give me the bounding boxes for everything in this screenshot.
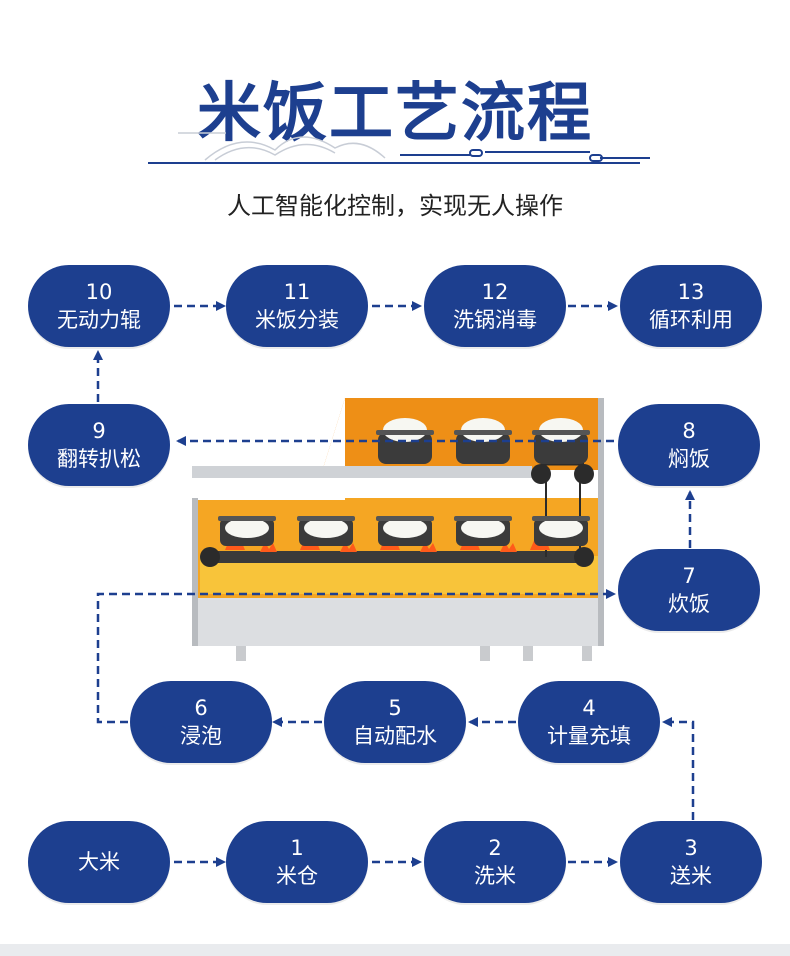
flow-node-3: 3 送米 [620,821,762,903]
step-label: 焖饭 [668,447,710,471]
step-label: 大米 [78,850,120,874]
page-title: 米饭工艺流程 [197,77,593,151]
flow-node-5: 5 自动配水 [324,681,466,763]
flow-node-11: 11 米饭分装 [226,265,368,347]
step-label: 循环利用 [649,308,733,332]
step-label: 翻转扒松 [57,447,141,471]
flow-node-9: 9 翻转扒松 [28,404,170,486]
flow-node-10: 10 无动力辊 [28,265,170,347]
flow-node-8: 8 焖饭 [618,404,760,486]
step-label: 无动力辊 [57,308,141,332]
step-label: 洗锅消毒 [453,308,537,332]
step-label: 浸泡 [180,724,222,748]
arrow-6-to-7 [96,589,616,724]
flow-node-4: 4 计量充填 [518,681,660,763]
step-number: 7 [682,564,696,588]
flow-node-7: 7 炊饭 [618,549,760,631]
step-number: 11 [283,280,311,304]
step-number: 12 [481,280,509,304]
step-label: 洗米 [474,864,516,888]
step-number: 6 [194,696,208,720]
step-label: 米仓 [276,864,318,888]
step-number: 1 [290,836,304,860]
step-number: 2 [488,836,502,860]
arrow-3-to-4 [662,717,695,820]
step-number: 4 [582,696,596,720]
step-number: 5 [388,696,402,720]
flow-node-6: 6 浸泡 [130,681,272,763]
step-number: 10 [85,280,113,304]
bottom-divider [0,944,790,956]
step-label: 炊饭 [668,592,710,616]
step-label: 送米 [670,864,712,888]
step-number: 13 [677,280,705,304]
flow-node-rice: 大米 [28,821,170,903]
flow-node-2: 2 洗米 [424,821,566,903]
step-label: 米饭分装 [255,308,339,332]
step-number: 9 [92,419,106,443]
step-label: 计量充填 [547,724,631,748]
flow-node-1: 1 米仓 [226,821,368,903]
flow-node-13: 13 循环利用 [620,265,762,347]
flow-node-12: 12 洗锅消毒 [424,265,566,347]
step-number: 3 [684,836,698,860]
step-label: 自动配水 [353,724,437,748]
step-number: 8 [682,419,696,443]
page-subtitle: 人工智能化控制，实现无人操作 [227,192,563,220]
